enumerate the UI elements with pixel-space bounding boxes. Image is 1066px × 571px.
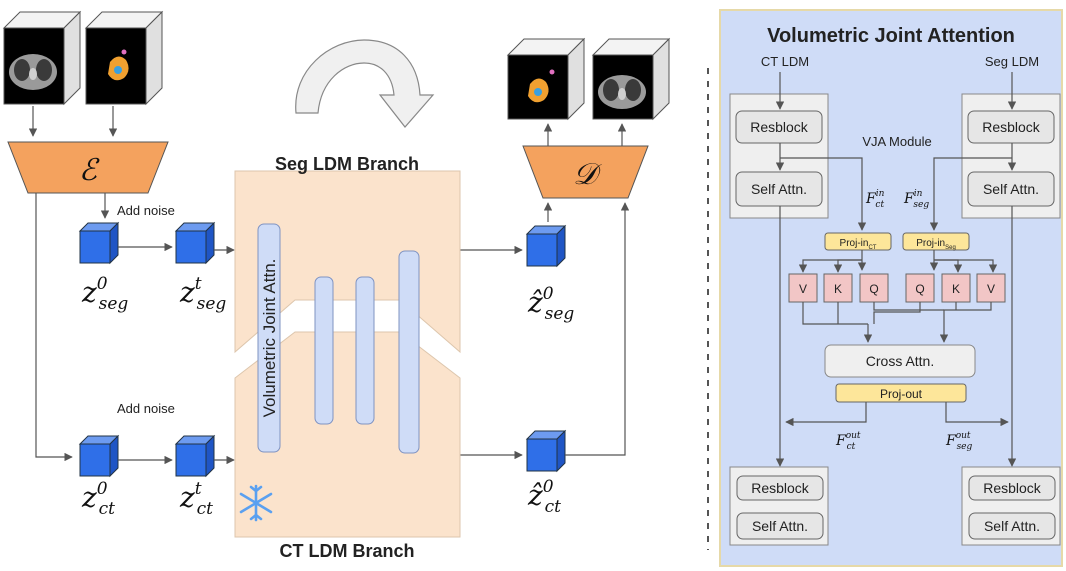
latent-cube-z-seg-t xyxy=(174,221,216,265)
decoder-block: 𝒟 xyxy=(522,145,649,199)
cross-attn-label: Cross Attn. xyxy=(866,353,934,369)
ct-resblock-top-label: Resblock xyxy=(750,119,809,135)
seg-self-attn-top xyxy=(967,171,1055,207)
latent-cube-z-ct-0 xyxy=(78,434,120,478)
qkv-left-v xyxy=(788,273,818,303)
add-noise-label-bottom: Add noise xyxy=(117,401,175,416)
seg-resblock-bottom xyxy=(968,475,1056,501)
vja-module-label: VJA Module xyxy=(862,134,931,149)
seg-resblock-top xyxy=(967,110,1055,144)
svg-text:K: K xyxy=(834,282,842,296)
ct-resblock-bottom xyxy=(736,475,824,501)
encoder-symbol: ℰ xyxy=(79,153,100,188)
latent-cube-z-seg-0 xyxy=(78,221,120,265)
swap-rotation-arrow-icon xyxy=(295,39,435,128)
seg-resblock-bottom-label: Resblock xyxy=(983,480,1042,496)
ct-branch-title: CT LDM Branch xyxy=(280,541,415,561)
latent-cube-zhat-ct-0 xyxy=(525,429,567,473)
ct-self-attn-bottom-label: Self Attn. xyxy=(752,518,808,534)
seg-self-attn-bottom-label: Self Attn. xyxy=(984,518,1040,534)
svg-text:Q: Q xyxy=(869,282,878,296)
ct-resblock-bottom-label: Resblock xyxy=(751,480,810,496)
seg-branch-title: Seg LDM Branch xyxy=(275,154,419,174)
unet-bar-1 xyxy=(314,276,334,425)
snowflake-icon xyxy=(239,484,273,522)
proj-in-seg-label: Proj-inSeg xyxy=(916,238,956,251)
seg-self-attn-bottom xyxy=(968,512,1056,540)
svg-text:V: V xyxy=(987,282,995,296)
proj-out-label: Proj-out xyxy=(880,387,923,401)
seg-resblock-top-label: Resblock xyxy=(982,119,1041,135)
vja-bar-label: Volumetric Joint Attn. xyxy=(260,259,279,418)
qkv-right-v xyxy=(976,273,1006,303)
proj-in-ct-box xyxy=(824,232,892,251)
unet-bar-3 xyxy=(398,250,420,454)
svg-text:V: V xyxy=(799,282,807,296)
qkv-left-group: V K Q xyxy=(788,273,889,303)
ct-resblock-top xyxy=(735,110,823,144)
cross-attn-block xyxy=(824,344,976,378)
add-noise-label-top: Add noise xyxy=(117,203,175,218)
ct-volume-input xyxy=(2,10,82,106)
unet-bar-2 xyxy=(355,276,375,425)
encoder-block: ℰ xyxy=(7,141,169,194)
seg-ldm-label: Seg LDM xyxy=(985,54,1039,69)
ct-ldm-label: CT LDM xyxy=(761,54,809,69)
ct-self-attn-top-label: Self Attn. xyxy=(751,181,807,197)
ct-self-attn-top xyxy=(735,171,823,207)
proj-out-box xyxy=(835,383,967,403)
qkv-right-k xyxy=(941,273,971,303)
vja-panel-title: Volumetric Joint Attention xyxy=(767,25,1015,47)
seg-volume-input xyxy=(84,10,164,106)
proj-in-seg-box xyxy=(902,232,970,251)
svg-text:K: K xyxy=(952,282,960,296)
svg-text:Q: Q xyxy=(915,282,924,296)
vja-bar xyxy=(257,223,281,453)
ct-volume-output xyxy=(591,37,671,121)
seg-self-attn-top-label: Self Attn. xyxy=(983,181,1039,197)
proj-in-ct-label: Proj-inCT xyxy=(840,238,877,251)
seg-volume-output xyxy=(506,37,586,121)
latent-cube-z-ct-t xyxy=(174,434,216,478)
latent-cube-zhat-seg-0 xyxy=(525,224,567,268)
qkv-right-q xyxy=(905,273,935,303)
qkv-right-group: Q K V xyxy=(905,273,1006,303)
ct-self-attn-bottom xyxy=(736,512,824,540)
